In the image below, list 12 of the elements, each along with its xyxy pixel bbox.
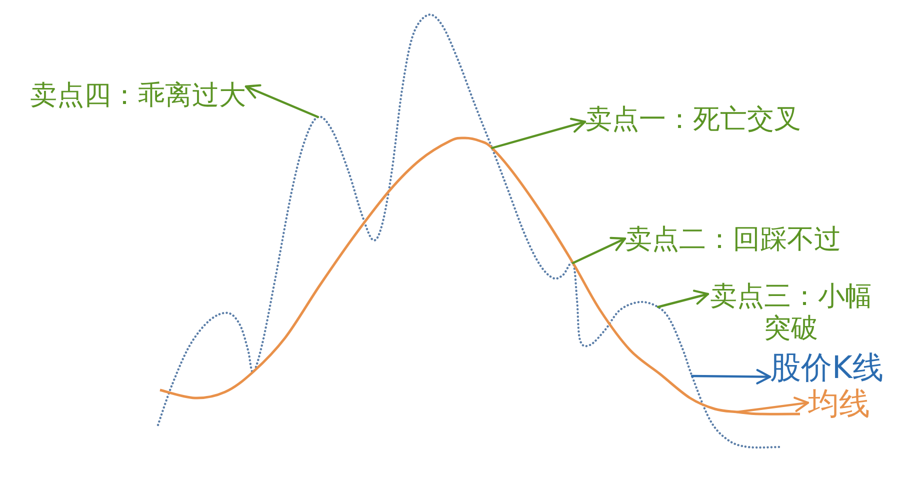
sell-point-label: 卖点一：死亡交叉 <box>585 104 801 136</box>
leader-arrow <box>490 118 586 150</box>
leader-arrow <box>690 368 772 384</box>
leader-arrow <box>736 396 810 414</box>
leader-arrow <box>244 84 320 118</box>
sell-point-label: 卖点四：乖离过大 <box>30 80 246 112</box>
leader-arrow <box>656 290 710 308</box>
leader-arrow <box>572 236 626 264</box>
moving-average-label: 均线 <box>808 386 870 424</box>
sell-point-label: 卖点二：回踩不过 <box>625 224 841 256</box>
sell-point-label: 卖点三：小幅突破 <box>708 281 874 346</box>
price-line-label: 股价K线 <box>770 350 884 388</box>
